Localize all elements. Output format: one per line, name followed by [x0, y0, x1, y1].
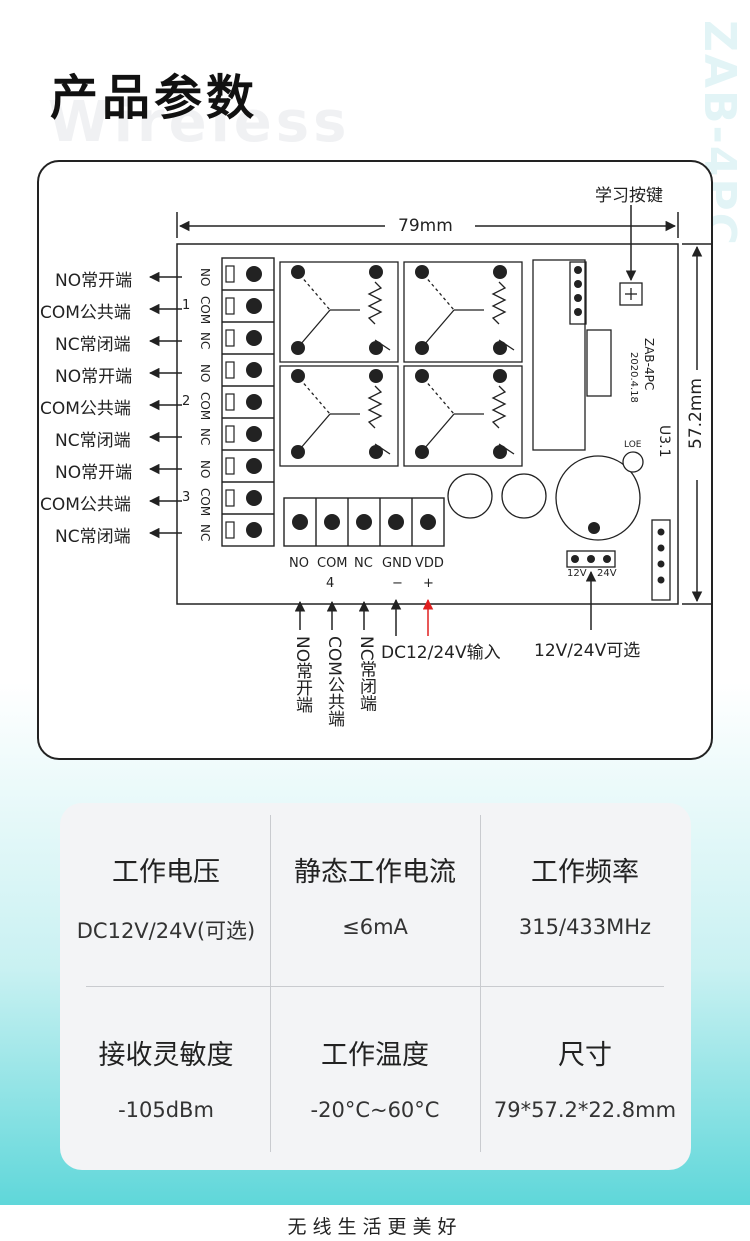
- spec-name: 尺寸: [558, 1040, 612, 1071]
- left-label-2: COM公共端: [40, 303, 131, 323]
- bottom-label-com: COM: [317, 556, 348, 571]
- spec-cell-frequency: 工作频率 315/433MHz: [480, 850, 690, 939]
- spec-cell-current: 静态工作电流 ≤6mA: [270, 850, 480, 939]
- left-label-1: NO常开端: [55, 271, 133, 291]
- silk-com-2: COM: [198, 392, 212, 421]
- left-label-7: NO常开端: [55, 463, 133, 483]
- relay-k1: [403, 261, 523, 363]
- silk-com-1: COM: [198, 296, 212, 325]
- silk-no-3: NO: [198, 460, 212, 479]
- spec-name: 工作电压: [112, 857, 220, 888]
- bottom-arrows: [294, 570, 597, 636]
- left-label-8: COM公共端: [40, 495, 131, 515]
- plus-sign: +: [423, 576, 434, 591]
- spec-name: 工作频率: [531, 857, 639, 888]
- channel-number-1: 1: [182, 298, 191, 313]
- learn-button-label: 学习按键: [595, 186, 663, 206]
- spec-value: -20°C~60°C: [310, 1098, 440, 1122]
- left-label-3: NC常闭端: [55, 335, 131, 355]
- voltage-select-label: 12V/24V可选: [534, 641, 641, 661]
- bottom-label-vdd: VDD: [415, 556, 444, 571]
- footer-background: [0, 1205, 750, 1241]
- bottom-label-nc: NC: [354, 556, 373, 571]
- spec-value: -105dBm: [118, 1098, 214, 1122]
- silk-nc-3: NC: [198, 524, 212, 542]
- watermark-text: Wireless: [48, 90, 351, 155]
- vertical-label-com: COM公共端: [324, 636, 344, 727]
- power-input-label: DC12/24V输入: [381, 643, 501, 663]
- bottom-label-gnd: GND: [382, 556, 412, 571]
- minus-sign: −: [392, 576, 403, 591]
- board-model: ZAB-4PC: [642, 338, 656, 391]
- divider-vertical-1: [270, 815, 271, 1152]
- spec-cell-sensitivity: 接收灵敏度 -105dBm: [61, 1033, 271, 1122]
- spec-cell-size: 尺寸 79*57.2*22.8mm: [480, 1033, 690, 1122]
- silk-no-1: NO: [198, 268, 212, 287]
- receiver-module: [532, 259, 612, 451]
- spec-value: ≤6mA: [342, 915, 408, 939]
- buzzer-dot: [588, 522, 600, 534]
- divider-vertical-2: [480, 815, 481, 1152]
- relay-pins: [291, 265, 507, 459]
- silk-12v: 12V: [567, 568, 587, 579]
- learn-button-outline: [619, 282, 643, 306]
- width-dimension: [176, 212, 679, 238]
- channel-number-3: 3: [182, 490, 191, 505]
- channel-number-2: 2: [182, 394, 191, 409]
- bottom-label-no: NO: [289, 556, 309, 571]
- silk-nc-2: NC: [198, 428, 212, 446]
- silk-nc-1: NC: [198, 332, 212, 350]
- relay-k4: [279, 365, 399, 467]
- divider-horizontal: [86, 986, 664, 987]
- silk-com-3: COM: [198, 488, 212, 517]
- left-label-6: NC常闭端: [55, 431, 131, 451]
- vertical-label-nc: NC常闭端: [356, 636, 376, 712]
- silk-no-2: NO: [198, 364, 212, 383]
- left-arrows: [148, 271, 182, 539]
- height-label: 57.2mm: [686, 378, 706, 449]
- wiring-diagram: [148, 205, 712, 636]
- spec-cell-voltage: 工作电压 DC12V/24V(可选): [61, 850, 271, 945]
- width-label: 79mm: [398, 216, 453, 236]
- spec-name: 静态工作电流: [294, 857, 456, 888]
- spec-name: 工作温度: [321, 1040, 429, 1071]
- page-title: 产品参数: [50, 70, 259, 126]
- left-terminal-screws: [246, 266, 262, 538]
- spec-value: 79*57.2*22.8mm: [493, 1098, 677, 1122]
- footer-slogan: 无线生活更美好: [287, 1216, 463, 1238]
- vertical-label-no: NO常开端: [292, 636, 312, 714]
- silk-24v: 24V: [597, 568, 617, 579]
- silk-loe: LOE: [624, 440, 642, 450]
- capacitors: [447, 451, 644, 541]
- spec-value: DC12V/24V(可选): [76, 919, 256, 943]
- left-label-9: NC常闭端: [55, 527, 131, 547]
- left-terminal-slots: [225, 265, 235, 539]
- module-pins: [574, 266, 582, 316]
- spec-cell-temperature: 工作温度 -20°C~60°C: [270, 1033, 480, 1122]
- left-label-5: COM公共端: [40, 399, 131, 419]
- left-label-4: NO常开端: [55, 367, 133, 387]
- right-header: [651, 519, 671, 601]
- spec-value: 315/433MHz: [518, 915, 652, 939]
- board-date: 2020.4.18: [628, 352, 639, 403]
- height-dimension: [682, 243, 712, 605]
- spec-name: 接收灵敏度: [98, 1040, 234, 1071]
- bottom-terminal-screws: [292, 514, 436, 530]
- board-version: U3.1: [656, 425, 672, 458]
- relay-k3: [279, 261, 399, 363]
- channel-number-4: 4: [326, 576, 335, 591]
